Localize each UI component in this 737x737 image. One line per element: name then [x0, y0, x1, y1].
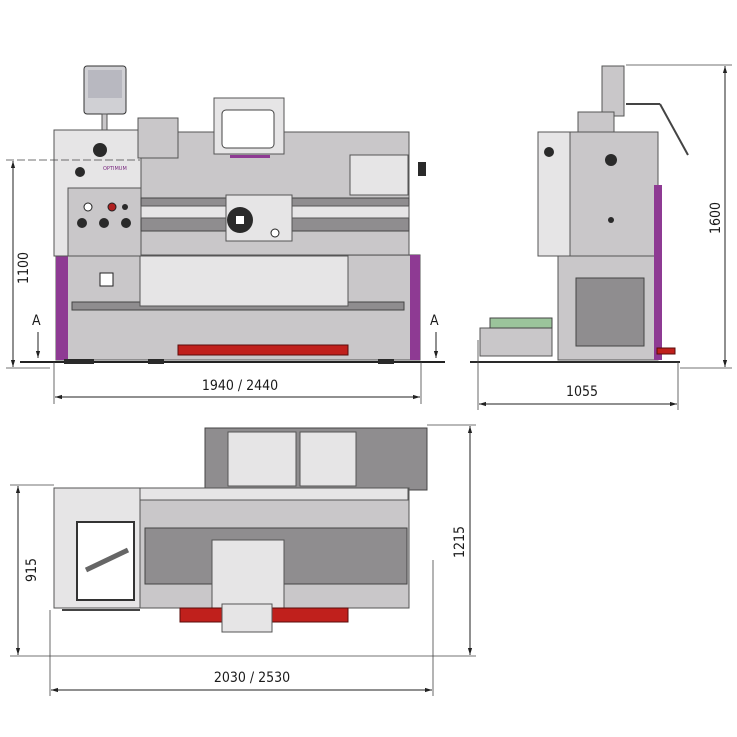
dimension-width-front: 1940 / 2440: [202, 378, 278, 394]
section-mark-left: A: [32, 313, 41, 329]
dimension-height-front: 1100: [16, 252, 32, 284]
dimension-depth-top: 915: [24, 558, 40, 582]
dimension-length-top: 2030 / 2530: [214, 670, 290, 686]
electrical-symbol: [99, 272, 114, 287]
dimension-overall-depth-top: 1215: [452, 526, 468, 558]
side-chip-tray: [479, 327, 553, 357]
ventilation-grille: [575, 277, 645, 347]
floor-line: [20, 361, 445, 363]
top-view: 915 1215 2030 / 2530: [10, 424, 476, 696]
chuck-guard: [137, 117, 179, 159]
under-bed-panel: [139, 255, 349, 307]
top-carriage: [211, 539, 285, 609]
right-purple-trim: [410, 255, 420, 360]
chip-tray: [177, 344, 349, 356]
tailstock: [349, 154, 409, 196]
dimension-height-side: 1600: [708, 202, 724, 234]
logo-optimum: OPTIMUM: [103, 166, 127, 172]
dimension-depth-side: 1055: [566, 384, 598, 400]
front-view: OPTIMUM A A 1100 19: [6, 65, 445, 404]
side-view: 1600 1055: [470, 64, 732, 410]
dro-arm: [601, 65, 625, 117]
section-mark-right: A: [430, 313, 439, 329]
side-purple-trim: [654, 185, 662, 360]
